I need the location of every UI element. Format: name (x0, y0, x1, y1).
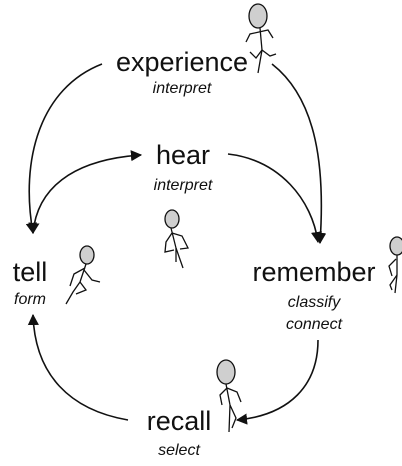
arrow-remember-to-recall (235, 339, 319, 425)
node-recall-label: recall (146, 406, 212, 436)
stick-figure-icon (388, 236, 402, 294)
stick-figure-icon (216, 359, 242, 433)
node-remember-label: remember (252, 257, 376, 287)
node-experience-label: experience (115, 47, 249, 77)
stick-figure-icon (164, 209, 189, 269)
node-tell-label: tell (12, 257, 48, 287)
node-recall-sub: select (158, 442, 200, 459)
arrow-hear-tell (28, 150, 143, 235)
node-remember-sub-1: classify (287, 294, 341, 311)
stick-figure-icon (65, 245, 101, 305)
node-hear-label: hear (155, 140, 211, 170)
node-tell-sub: form (14, 291, 46, 308)
stick-figure-icon (245, 3, 277, 74)
arrow-recall-to-tell (27, 313, 129, 421)
arrow-experience-to-remember (271, 63, 327, 245)
node-remember-sub-2: connect (285, 316, 343, 333)
node-hear-sub: interpret (153, 177, 213, 194)
arrow-hear-to-remember (227, 153, 323, 244)
node-experience-sub: interpret (152, 80, 212, 97)
